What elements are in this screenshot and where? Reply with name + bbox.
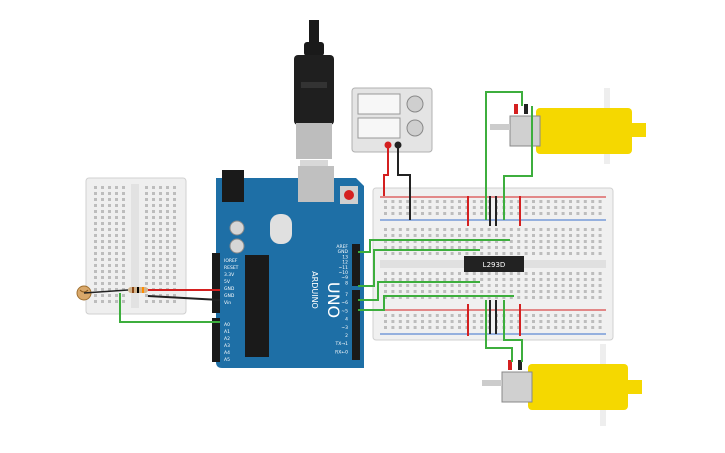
ic-chip-icon[interactable]: L293D xyxy=(464,256,524,272)
ic-label: L293D xyxy=(483,261,506,269)
analog-pin-label-5: A5 xyxy=(224,357,230,363)
power-supply-icon[interactable] xyxy=(351,87,433,153)
digital-top-pin-label-0: AREF xyxy=(336,244,348,250)
digital-bottom-pin-label-0: 7 xyxy=(345,292,348,298)
power-pin-label-6: Vin xyxy=(224,300,231,306)
power-pin-label-2: 3.3V xyxy=(224,272,235,278)
digital-top-pin-label-4: ~11 xyxy=(339,265,349,271)
digital-bottom-pin-label-2: ~5 xyxy=(341,308,348,314)
mini-breadboard xyxy=(85,177,187,315)
power-pin-label-1: RESET xyxy=(224,265,239,271)
digital-bottom-pin-label-1: ~6 xyxy=(341,300,348,306)
digital-bottom-pin-label-5: 2 xyxy=(345,333,348,339)
digital-top-pin-label-5: ~10 xyxy=(339,270,349,276)
analog-pin-label-0: A0 xyxy=(224,322,230,328)
digital-bottom-pin-label-6: TX→1 xyxy=(335,341,349,347)
digital-bottom-pin-label-3: 4 xyxy=(345,317,348,323)
analog-pin-label-4: A4 xyxy=(224,350,230,356)
usb-cable-icon[interactable] xyxy=(294,20,334,180)
power-pin-label-3: 5V xyxy=(224,279,231,285)
digital-top-pin-label-2: 13 xyxy=(342,254,348,260)
digital-bottom-pin-label-4: ~3 xyxy=(341,325,348,331)
power-pin-label-0: IOREF xyxy=(224,258,238,264)
digital-top-pin-label-3: 12 xyxy=(342,260,348,266)
power-pin-label-4: GND xyxy=(224,286,235,292)
resistor-icon[interactable] xyxy=(128,287,148,293)
dc-motor-icon[interactable] xyxy=(482,344,642,426)
wires xyxy=(83,91,533,362)
digital-top-pin-label-1: GND xyxy=(338,249,349,255)
power-pin-label-5: GND xyxy=(224,293,235,299)
digital-top-pin-label-6: ~9 xyxy=(341,275,348,281)
arduino-model: UNO xyxy=(324,282,343,318)
analog-pin-label-3: A3 xyxy=(224,343,230,349)
dc-motor-icon[interactable] xyxy=(490,88,646,164)
analog-pin-label-2: A2 xyxy=(224,336,230,342)
analog-pin-label-1: A1 xyxy=(224,329,230,335)
arduino-logo: ARDUINO xyxy=(310,271,319,309)
digital-top-pin-label-7: 8 xyxy=(345,280,348,286)
digital-bottom-pin-label-7: RX←0 xyxy=(335,349,348,355)
